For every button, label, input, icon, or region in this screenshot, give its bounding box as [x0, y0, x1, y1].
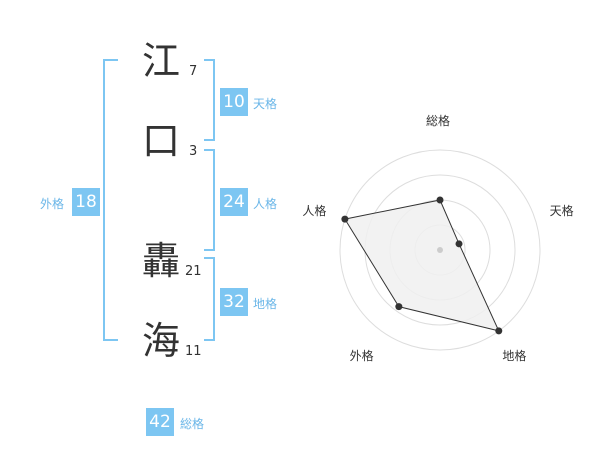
tenkaku-label: 天格: [253, 97, 278, 111]
stroke-count-3: 21: [185, 264, 202, 279]
stroke-count-1: 7: [189, 64, 198, 79]
radar-axis-label: 天格: [549, 203, 574, 218]
radar-point: [495, 327, 503, 335]
radar-grid-ring: [339, 149, 541, 351]
chikaku-bracket: [204, 257, 215, 341]
name-char-1: 江: [142, 39, 181, 83]
radar-axis-label: 人格: [302, 203, 327, 218]
jinkaku-bracket: [204, 149, 215, 251]
gaikaku-bracket: [103, 59, 118, 341]
radar-point: [341, 215, 349, 223]
radar-axis-label: 外格: [349, 349, 374, 364]
radar-center-dot: [437, 247, 443, 253]
gaikaku-value: 18: [72, 188, 100, 216]
jinkaku-value: 24: [220, 188, 248, 216]
radar-point: [395, 303, 403, 311]
chikaku-value: 32: [220, 288, 248, 316]
name-char-2: 口: [142, 119, 181, 163]
chikaku-label: 地格: [253, 297, 278, 311]
tenkaku-value: 10: [220, 88, 248, 116]
soukaku-label: 総格: [180, 417, 205, 431]
tenkaku-bracket: [204, 59, 215, 141]
radar-point: [436, 196, 444, 204]
radar-point: [455, 240, 463, 248]
radar-axis-label: 地格: [502, 349, 527, 364]
radar-axis-label: 総格: [426, 114, 451, 128]
gaikaku-label: 外格: [40, 197, 65, 211]
stroke-count-2: 3: [189, 144, 198, 159]
stroke-count-4: 11: [185, 344, 202, 359]
radar-polygon: [344, 199, 500, 332]
name-char-4: 海: [142, 319, 181, 363]
jinkaku-label: 人格: [253, 197, 278, 211]
name-char-3: 轟: [142, 239, 181, 283]
soukaku-value: 42: [146, 408, 174, 436]
